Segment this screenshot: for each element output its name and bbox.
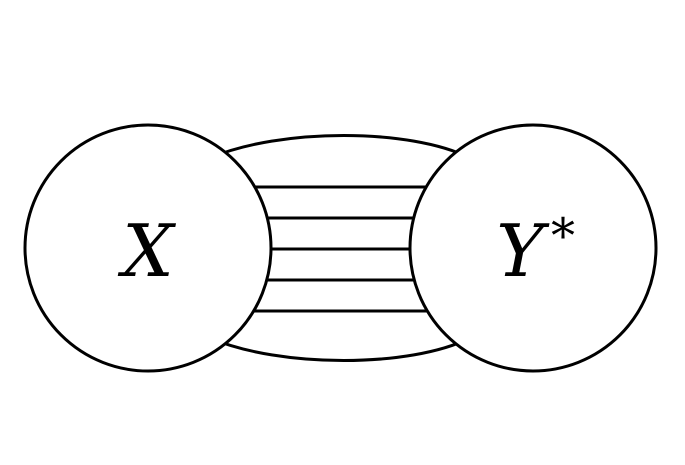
node-y-star-label: Y — [496, 209, 550, 293]
node-x — [23, 123, 273, 373]
connector-lines — [240, 185, 440, 313]
node-y-star — [408, 123, 658, 373]
node-y-star-superscript: * — [551, 208, 575, 264]
upper-band-arc — [209, 134, 471, 160]
node-x-label: X — [117, 209, 176, 293]
lower-band-arc — [209, 336, 471, 362]
